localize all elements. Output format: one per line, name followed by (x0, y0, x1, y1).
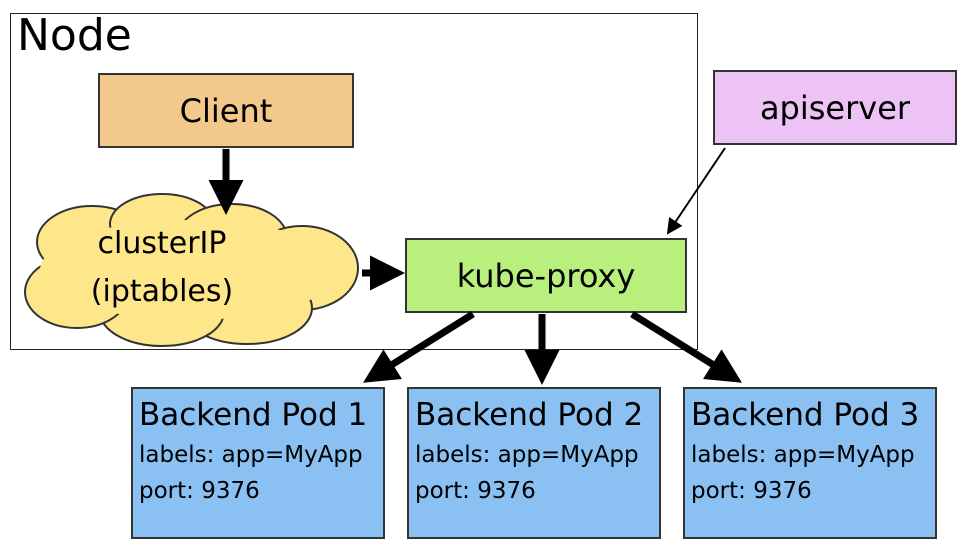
pod-title: Backend Pod 2 (415, 397, 644, 433)
apiserver-box: apiserver (713, 70, 957, 145)
backend-pod-1: Backend Pod 1 labels: app=MyApp port: 93… (131, 387, 385, 539)
arrow-apiserver-to-kube-proxy (666, 147, 726, 235)
cluster-ip-line1: clusterIP (97, 226, 227, 261)
client-box: Client (98, 73, 354, 148)
cluster-ip-label: clusterIP (iptables) (82, 220, 242, 316)
node-title: Node (17, 10, 132, 61)
cloud-shape (24, 193, 359, 347)
pod-port: port: 9376 (139, 478, 260, 504)
pod-port: port: 9376 (691, 478, 812, 504)
client-label: Client (179, 91, 273, 130)
cluster-ip-cloud: clusterIP (iptables) (22, 190, 362, 350)
arrow-kube-proxy-to-pod-3 (630, 311, 742, 383)
pod-port: port: 9376 (415, 478, 536, 504)
backend-pod-3: Backend Pod 3 labels: app=MyApp port: 93… (683, 387, 937, 539)
pod-labels: labels: app=MyApp (691, 442, 915, 468)
cluster-ip-line2: (iptables) (90, 274, 234, 309)
pod-labels: labels: app=MyApp (139, 442, 363, 468)
pod-title: Backend Pod 3 (691, 397, 920, 433)
arrow-kube-proxy-to-pod-1 (363, 311, 475, 383)
pod-labels: labels: app=MyApp (415, 442, 639, 468)
kube-proxy-label: kube-proxy (456, 256, 636, 295)
backend-pod-2: Backend Pod 2 labels: app=MyApp port: 93… (407, 387, 661, 539)
kube-proxy-box: kube-proxy (405, 238, 687, 313)
apiserver-label: apiserver (759, 88, 911, 127)
pod-title: Backend Pod 1 (139, 397, 368, 433)
node-frame (10, 13, 698, 350)
